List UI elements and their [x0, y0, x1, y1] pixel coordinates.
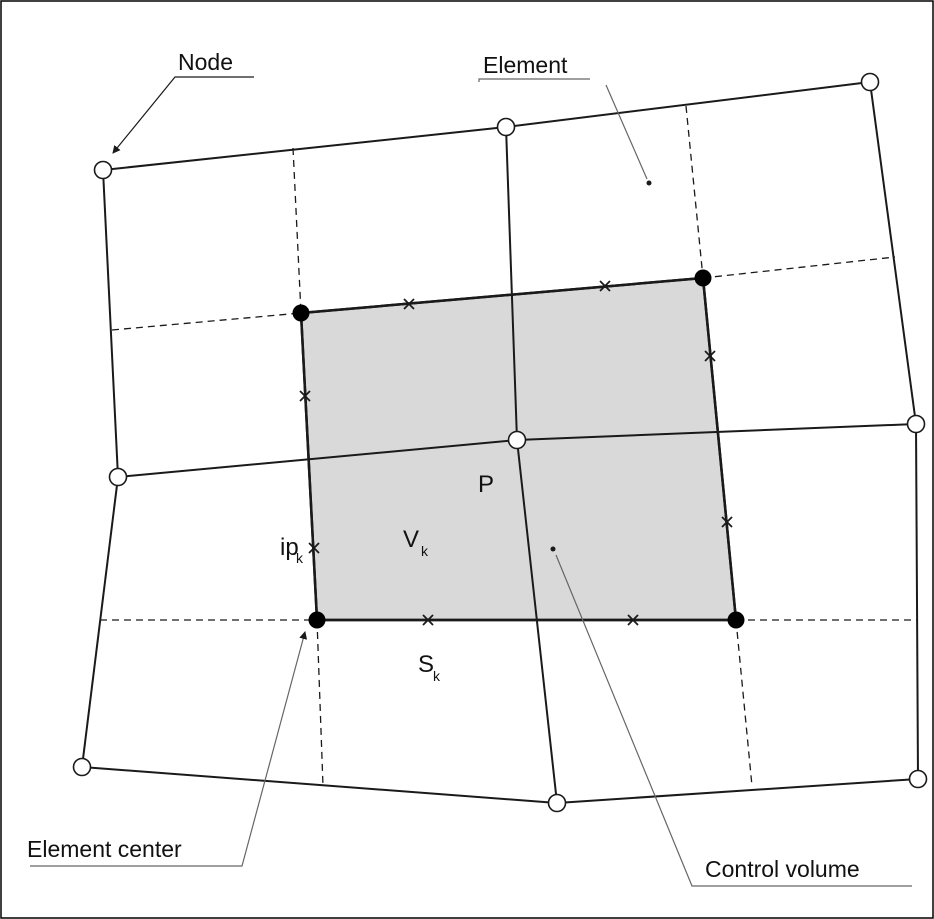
element-center-dot-top-left — [292, 304, 310, 322]
ip-k-label: ip k — [280, 534, 304, 566]
volume-subscript: k — [421, 543, 429, 559]
node-center-p — [507, 430, 527, 450]
integration-points — [299, 280, 733, 626]
edge-mid-left — [117, 439, 518, 478]
dashed-line-top-right-v — [685, 105, 704, 279]
edge-bottom-right — [556, 778, 919, 804]
control-volume-reference-dot — [550, 546, 556, 552]
dashed-line-bottom-right-v — [735, 619, 753, 787]
element-center-label: Element center — [27, 836, 182, 862]
edge-right-lower — [915, 423, 919, 780]
element-center-dot-bottom-right — [727, 611, 745, 629]
element-center-dot-top-right — [694, 269, 712, 287]
element-edges — [81, 81, 919, 804]
ip-subscript: k — [296, 550, 304, 566]
edge-left-upper — [102, 169, 119, 478]
edge-mid-right — [516, 423, 917, 441]
node-mid-right — [906, 414, 926, 434]
node-top-left — [93, 160, 113, 180]
dashed-line-right-h — [702, 256, 896, 279]
dashed-line-bottom-left-v — [316, 619, 324, 787]
surface-symbol: S — [418, 651, 434, 678]
control-volume-label: Control volume — [705, 856, 860, 882]
dashed-line-top-left-v — [292, 147, 302, 314]
control-volume-leader — [555, 554, 912, 887]
edge-center-lower — [516, 439, 558, 804]
element-label: Element — [483, 52, 568, 78]
ip-mark-left-2 — [308, 542, 320, 554]
element-center-leader — [30, 631, 308, 867]
nodes — [72, 72, 928, 813]
dashed-boundaries — [100, 105, 918, 787]
ip-mark-left-1 — [299, 390, 311, 402]
node-top-center — [496, 117, 516, 137]
ip-mark-top-2 — [599, 280, 611, 292]
surface-sk-label: S k — [418, 651, 441, 684]
surface-subscript: k — [433, 668, 441, 684]
node-bottom-center — [547, 793, 567, 813]
node-bottom-left — [72, 757, 92, 777]
node-leader — [112, 76, 254, 154]
edge-top-right — [505, 81, 871, 128]
volume-symbol: V — [403, 526, 419, 553]
node-bottom-right — [908, 769, 928, 789]
volume-vk-label: V k — [403, 526, 429, 559]
dashed-line-left-h — [111, 312, 302, 331]
edge-center-upper — [505, 126, 518, 441]
edge-right-upper — [869, 81, 917, 425]
ip-mark-top-1 — [403, 298, 415, 310]
element-pointer-line — [605, 84, 648, 180]
element-leader — [478, 78, 590, 82]
ip-mark-bottom-1 — [422, 614, 434, 626]
element-center-dot-bottom-left — [308, 611, 326, 629]
point-p-label: P — [478, 471, 494, 498]
node-mid-left — [108, 467, 128, 487]
ip-symbol: ip — [280, 534, 299, 561]
edge-left-lower — [81, 476, 119, 768]
ip-mark-bottom-2 — [627, 614, 639, 626]
ip-mark-right-2 — [721, 516, 733, 528]
ip-mark-right-1 — [704, 350, 716, 362]
element-centers — [292, 269, 745, 629]
node-label: Node — [178, 49, 233, 75]
edge-top-left — [102, 126, 507, 171]
node-top-right — [860, 72, 880, 92]
edge-bottom-left — [81, 766, 558, 804]
leader-lines — [30, 76, 912, 887]
element-reference-dot — [646, 180, 652, 186]
